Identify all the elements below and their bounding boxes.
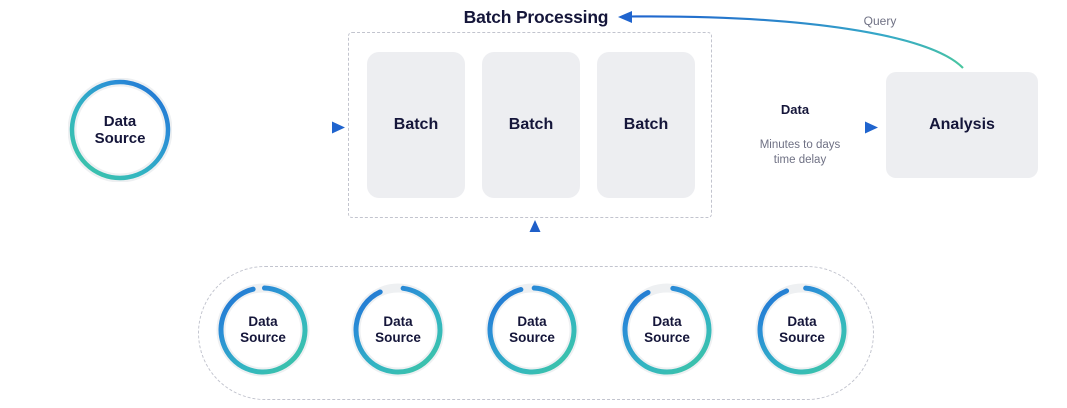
time-delay-label: Minutes to days time delay <box>735 138 865 168</box>
data-source-ring-icon <box>755 283 849 377</box>
data-source-ring-icon <box>68 78 172 182</box>
arrow-source-to-batch <box>186 121 345 134</box>
batch-box-1-label: Batch <box>393 116 439 133</box>
data-source-main[interactable]: Data Source <box>68 78 172 182</box>
batch-box-3[interactable]: Batch <box>595 50 697 200</box>
analysis-box[interactable]: Analysis <box>884 70 1040 180</box>
batch-processing-container <box>348 32 712 218</box>
data-source-2[interactable]: Data Source <box>350 282 446 378</box>
data-source-ring-icon <box>351 283 445 377</box>
batch-box-1[interactable]: Batch <box>365 50 467 200</box>
batch-box-2-label: Batch <box>508 116 554 133</box>
arrow-batch-to-analysis <box>724 121 878 134</box>
data-source-ring-icon <box>485 283 579 377</box>
data-arrow-label: Data <box>780 102 810 117</box>
time-delay-line1: Minutes to days <box>759 139 841 151</box>
data-source-ring-icon <box>216 283 310 377</box>
arrow-sources-to-batch <box>529 220 541 262</box>
data-source-4[interactable]: Data Source <box>619 282 715 378</box>
batch-box-2[interactable]: Batch <box>480 50 582 200</box>
data-source-ring-icon <box>620 283 714 377</box>
batch-box-3-label: Batch <box>623 116 669 133</box>
data-source-1[interactable]: Data Source <box>215 282 311 378</box>
batch-processing-title: Batch Processing <box>463 7 609 27</box>
data-sources-container <box>198 266 874 400</box>
time-delay-line2: time delay <box>773 154 827 166</box>
data-source-5[interactable]: Data Source <box>754 282 850 378</box>
analysis-box-label: Analysis <box>929 116 995 133</box>
query-arrow-label: Query <box>863 14 897 28</box>
data-source-3[interactable]: Data Source <box>484 282 580 378</box>
